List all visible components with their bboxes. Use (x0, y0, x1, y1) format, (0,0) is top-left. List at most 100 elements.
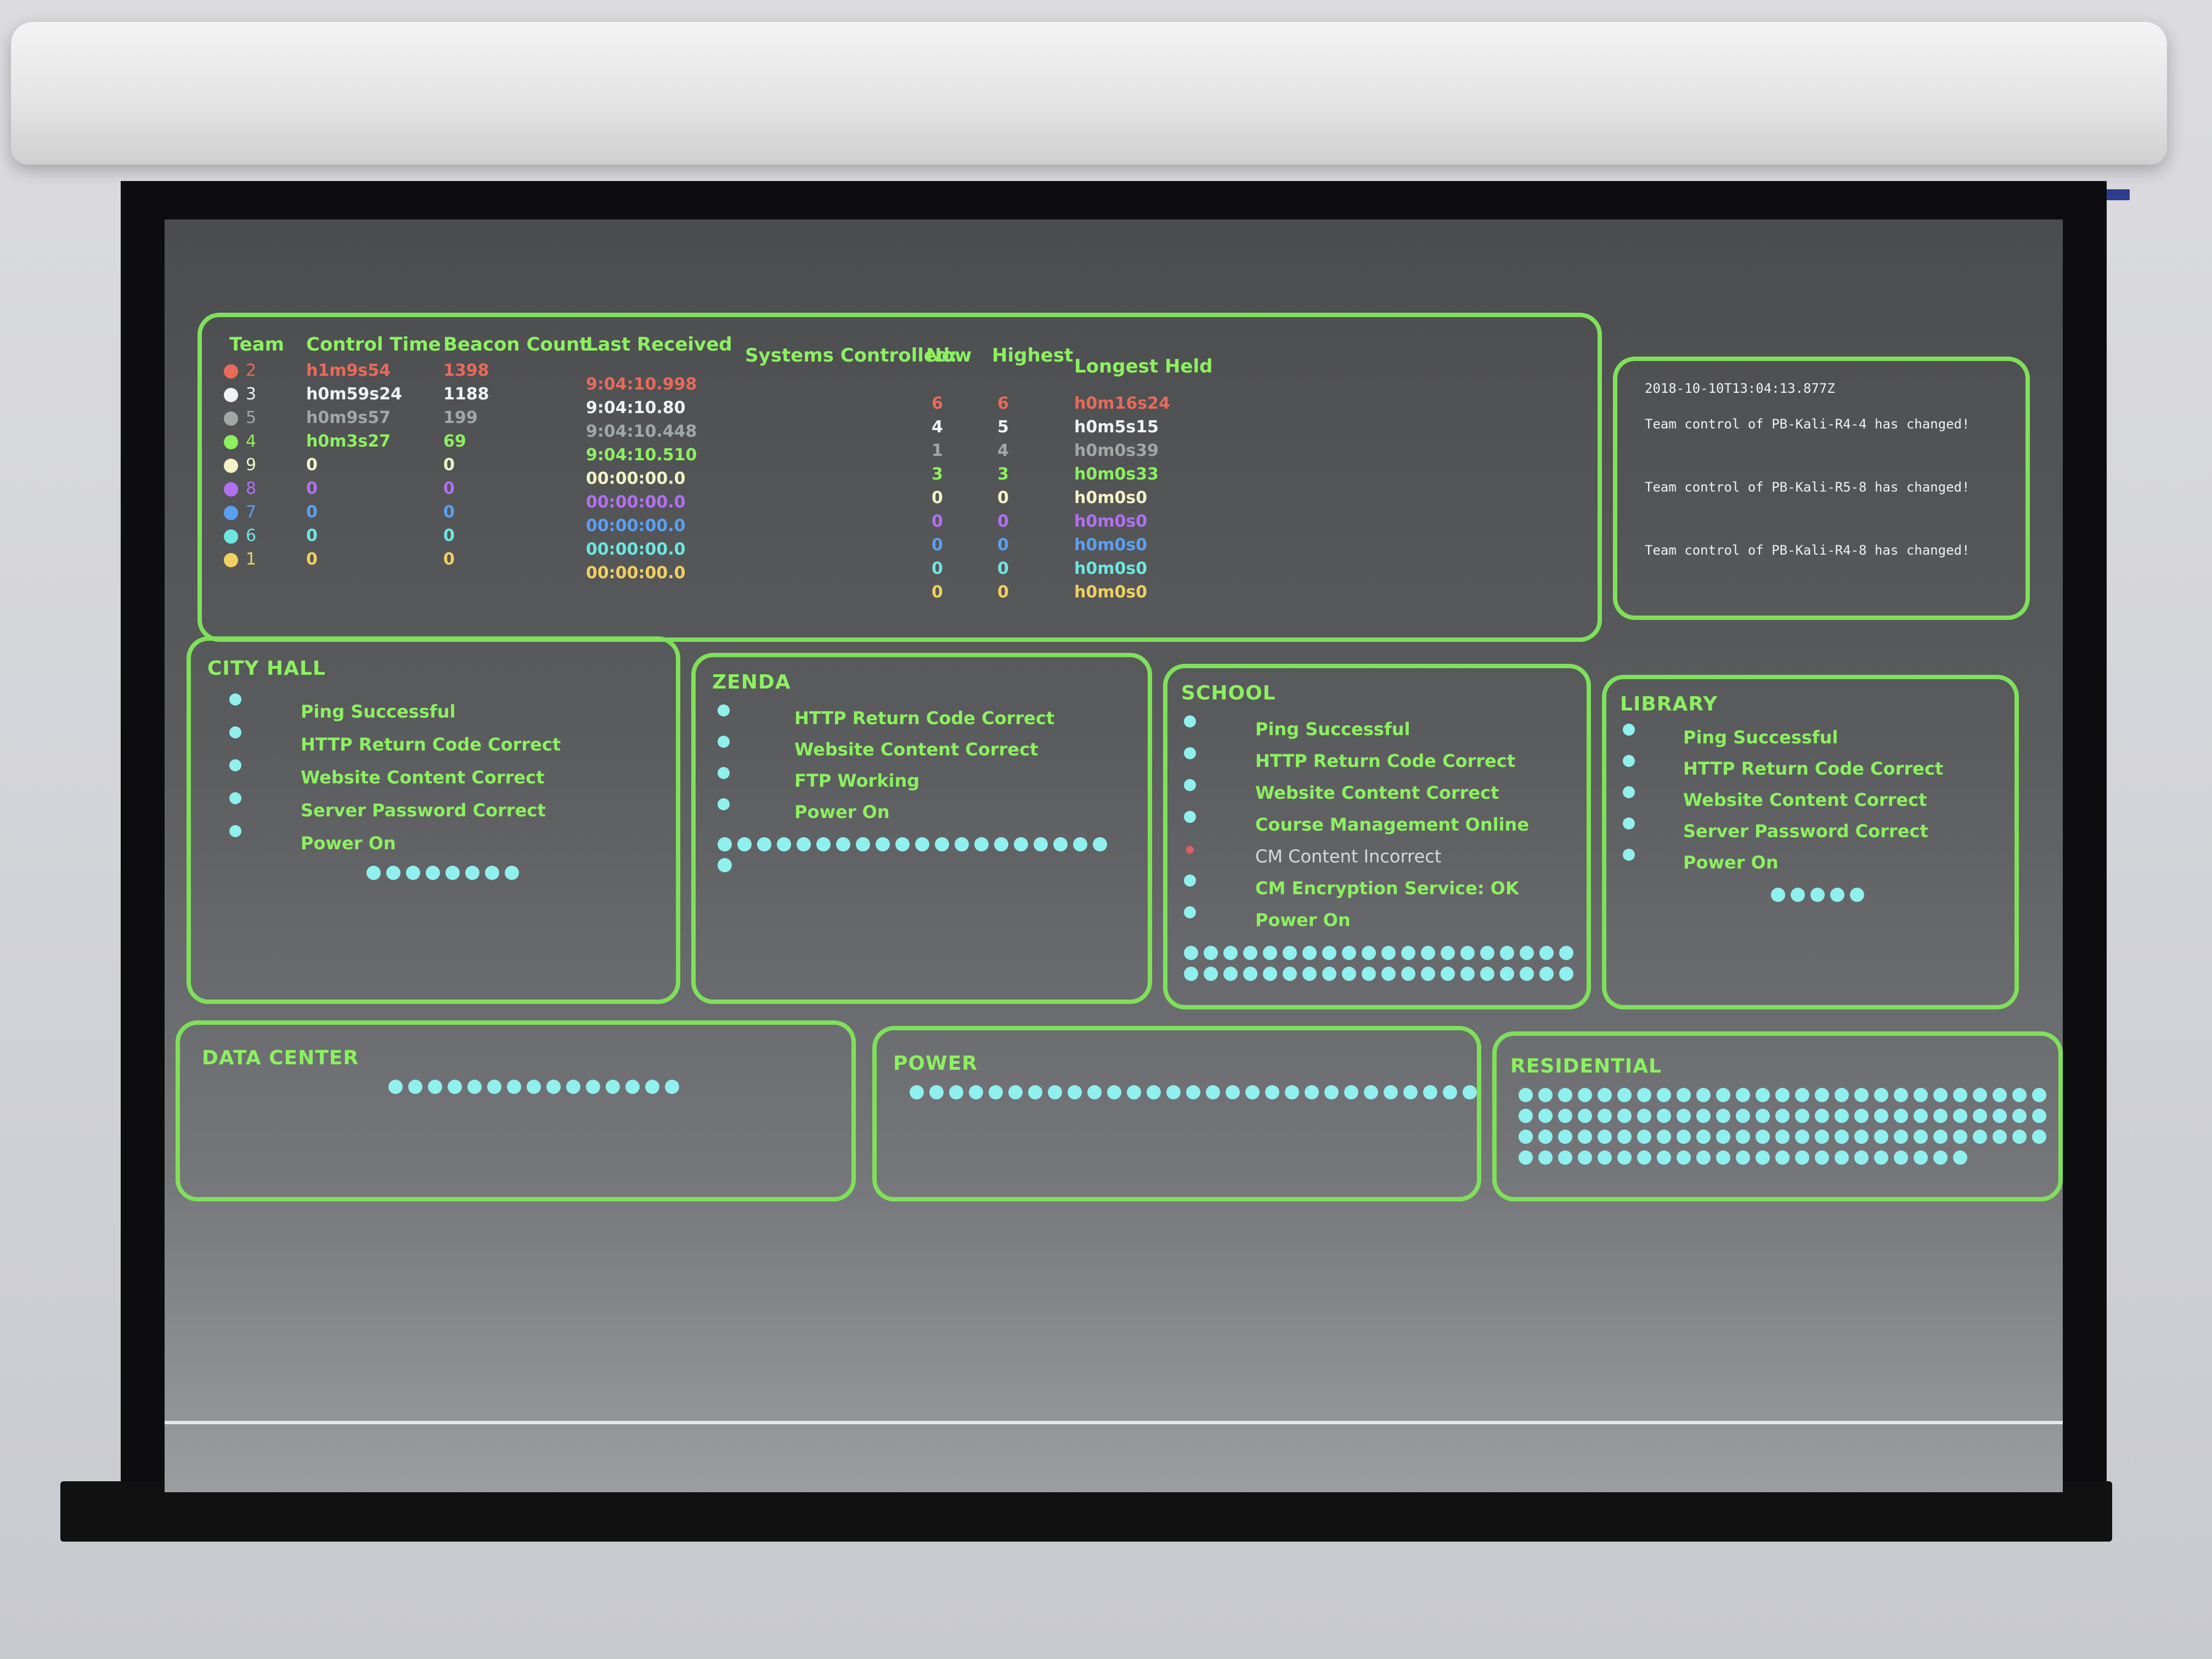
team-control-time: h0m59s24 (306, 385, 402, 404)
host-status-dot (1559, 946, 1573, 960)
header-team: Team (229, 334, 285, 356)
team-longest-held: h0m0s0 (1074, 512, 1148, 531)
host-status-dot (448, 1080, 462, 1094)
host-status-dot (1854, 1130, 1869, 1144)
host-status-dot (366, 866, 381, 880)
host-status-dot (1716, 1130, 1730, 1144)
host-status-dot (1166, 1085, 1181, 1099)
host-status-dot (955, 837, 969, 851)
service-check: Course Management Online (1255, 814, 1530, 835)
host-status-dot (1835, 1150, 1849, 1165)
host-status-dot (1598, 1150, 1612, 1165)
team-color-dot (224, 388, 238, 402)
host-dot-row (1184, 946, 1573, 960)
host-status-dot (777, 837, 791, 851)
host-status-dot (645, 1080, 659, 1094)
host-status-dot (2032, 1109, 2046, 1123)
team-color-dot (224, 482, 238, 496)
host-status-dot (1914, 1150, 1928, 1165)
team-highest: 0 (997, 535, 1009, 555)
host-status-dot (1914, 1088, 1928, 1102)
header-longest-held: Longest Held (1074, 356, 1213, 377)
host-status-dot (1302, 946, 1317, 960)
host-status-dot (566, 1080, 580, 1094)
team-control-time: 0 (306, 526, 318, 545)
service-check: Power On (301, 833, 396, 854)
service-ok-indicator (1184, 906, 1196, 918)
host-status-dot (505, 866, 519, 880)
host-status-dot (910, 1085, 924, 1099)
host-status-dot (1993, 1109, 2007, 1123)
host-status-dot (949, 1085, 963, 1099)
host-status-dot (1850, 888, 1864, 902)
host-dot-row (1519, 1150, 1967, 1165)
host-status-dot (1617, 1150, 1632, 1165)
team-beacon-count: 1398 (443, 361, 489, 380)
host-status-dot (1403, 1085, 1418, 1099)
host-status-dot (1441, 946, 1455, 960)
host-status-dot (1519, 1130, 1533, 1144)
service-check: Ping Successful (301, 701, 456, 722)
host-status-dot (1795, 1109, 1809, 1123)
host-status-dot (1657, 1088, 1671, 1102)
host-status-dot (1815, 1130, 1829, 1144)
host-status-dot (876, 837, 890, 851)
team-beacon-count: 0 (443, 550, 455, 569)
zone-title: LIBRARY (1620, 693, 1718, 715)
host-status-dot (1107, 1085, 1121, 1099)
host-status-dot (1559, 967, 1573, 981)
host-dot-row (718, 858, 732, 872)
host-status-dot (1028, 1085, 1042, 1099)
host-status-dot (1657, 1150, 1671, 1165)
team-control-time: 0 (306, 503, 318, 522)
team-now: 0 (932, 488, 943, 507)
host-status-dot (1538, 1130, 1553, 1144)
host-status-dot (1519, 1150, 1533, 1165)
service-check: Website Content Correct (794, 739, 1039, 760)
host-status-dot (1736, 1109, 1750, 1123)
host-status-dot (1558, 1109, 1572, 1123)
team-highest: 0 (997, 488, 1009, 507)
host-status-dot (1874, 1088, 1888, 1102)
team-now: 0 (932, 512, 943, 531)
team-beacon-count: 1188 (443, 385, 489, 404)
host-status-dot (1538, 1109, 1553, 1123)
host-status-dot (1716, 1109, 1730, 1123)
host-status-dot (386, 866, 400, 880)
host-status-dot (1771, 888, 1785, 902)
host-status-dot (1285, 1085, 1299, 1099)
team-beacon-count: 69 (443, 432, 466, 451)
team-color-dot (224, 411, 238, 426)
team-now: 1 (932, 441, 943, 460)
team-highest: 0 (997, 583, 1009, 602)
host-status-dot (1578, 1109, 1592, 1123)
host-dot-row (366, 866, 519, 880)
host-status-dot (1421, 967, 1435, 981)
host-status-dot (546, 1080, 561, 1094)
host-status-dot (465, 866, 479, 880)
event-timestamp: 2018-10-10T13:04:13.877Z (1645, 381, 1835, 396)
host-status-dot (1034, 837, 1048, 851)
host-status-dot (1263, 967, 1277, 981)
host-status-dot (1933, 1109, 1948, 1123)
host-status-dot (1223, 946, 1238, 960)
team-beacon-count: 0 (443, 526, 455, 545)
host-status-dot (1953, 1150, 1967, 1165)
host-status-dot (1302, 967, 1317, 981)
host-status-dot (1538, 1150, 1553, 1165)
host-status-dot (1245, 1085, 1260, 1099)
host-status-dot (1322, 946, 1336, 960)
service-check: Server Password Correct (1683, 821, 1928, 842)
service-ok-indicator (1184, 874, 1196, 887)
team-longest-held: h0m16s24 (1074, 394, 1170, 413)
host-status-dot (1696, 1150, 1711, 1165)
service-ok-indicator (1184, 779, 1196, 791)
host-status-dot (1364, 1085, 1378, 1099)
host-status-dot (1598, 1088, 1612, 1102)
header-control-time: Control Time (306, 334, 441, 356)
team-color-dot (224, 529, 238, 544)
host-status-dot (1637, 1150, 1651, 1165)
host-status-dot (1637, 1088, 1651, 1102)
host-status-dot (1184, 946, 1198, 960)
